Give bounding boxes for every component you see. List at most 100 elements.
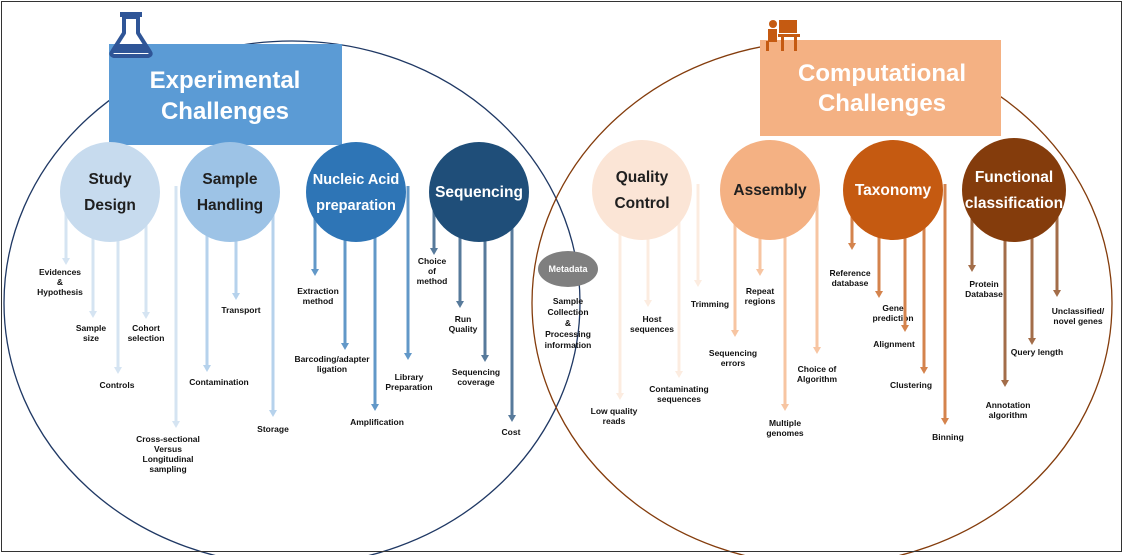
metadata-label: Metadata: [548, 264, 588, 274]
category-label-line: Design: [84, 197, 136, 214]
leaf-label: Controls: [100, 380, 135, 390]
leaf-arrow-head: [644, 300, 652, 307]
metadata-detail-line: Processing: [545, 329, 591, 339]
leaf-arrow-head: [456, 301, 464, 308]
leaf-arrow-head: [616, 393, 624, 400]
leaf-arrow-head: [89, 311, 97, 318]
leaf-arrow-head: [813, 347, 821, 354]
leaf-arrow-head: [941, 418, 949, 425]
leaf-label-line: Low quality: [591, 406, 638, 416]
category-circle: [843, 140, 943, 240]
category-circle: [60, 142, 160, 242]
chair-leg: [766, 41, 769, 51]
leaf-label-line: Longitudinal: [143, 454, 194, 464]
leaf-label-line: reads: [603, 416, 626, 426]
leaf-label-line: size: [83, 333, 99, 343]
leaf-arrow-head: [1028, 338, 1036, 345]
leaf-label-line: method: [417, 276, 448, 286]
leaf-arrow-head: [756, 269, 764, 276]
leaf-label-line: Controls: [100, 380, 135, 390]
desk-leg-left: [781, 37, 784, 51]
leaf-label-line: Binning: [932, 432, 964, 442]
leaf-label-line: Extraction: [297, 286, 339, 296]
leaf-label-line: Storage: [257, 424, 289, 434]
leaf-arrow-head: [404, 353, 412, 360]
category-label-line: classification: [965, 195, 1063, 212]
leaf-label-line: regions: [745, 296, 776, 306]
category-label-line: Control: [614, 195, 669, 212]
flask-liquid: [113, 44, 149, 53]
category-circle: [592, 140, 692, 240]
metadata-ellipse: [538, 251, 598, 287]
leaf-label-line: Hypothesis: [37, 287, 83, 297]
category-circle: [180, 142, 280, 242]
leaf-label-line: Reference: [829, 268, 870, 278]
category-label-line: Quality: [616, 169, 669, 186]
leaf-label-line: Amplification: [350, 417, 404, 427]
person-at-computer-icon: [766, 20, 800, 51]
experimental-outline-circle: [3, 40, 581, 560]
leaf-arrow-head: [731, 330, 739, 337]
monitor: [779, 20, 797, 33]
leaf-label-line: Sequencing: [452, 367, 500, 377]
leaf-label: Binning: [932, 432, 964, 442]
leaf-label: Cost: [502, 427, 521, 437]
leaf-label-line: Repeat: [746, 286, 775, 296]
category-circle: [306, 142, 406, 242]
leaf-arrow-head: [781, 404, 789, 411]
leaf-arrow-head: [694, 280, 702, 287]
category-label-line: Taxonomy: [855, 182, 932, 199]
leaf-arrow-head: [203, 365, 211, 372]
category-label: Taxonomy: [855, 182, 932, 199]
leaf-arrow-head: [481, 355, 489, 362]
leaf-label-line: Preparation: [385, 382, 432, 392]
computational-title-line: Computational: [798, 60, 966, 87]
leaf-label-line: Choice of: [798, 364, 837, 374]
leaf-label-line: Cost: [502, 427, 521, 437]
leaf-label-line: Database: [965, 289, 1003, 299]
leaf-label-line: genomes: [766, 428, 804, 438]
leaf-label-line: sequences: [630, 324, 674, 334]
category-label-line: Sample: [202, 171, 258, 188]
leaf-label-line: Evidences: [39, 267, 81, 277]
category-label-line: Handling: [197, 197, 263, 214]
desk-top: [778, 34, 800, 37]
leaf-label-line: Multiple: [769, 418, 801, 428]
person-head: [769, 20, 777, 28]
flask-rim: [120, 12, 142, 17]
leaf-arrow-head: [62, 258, 70, 265]
leaf-label: Alignment: [873, 339, 915, 349]
leaf-label-line: Transport: [221, 305, 260, 315]
experimental-title-line: Challenges: [161, 98, 289, 125]
leaf-arrow-head: [232, 293, 240, 300]
leaf-label-line: Cross-sectional: [136, 434, 200, 444]
experimental-title-line: Experimental: [150, 67, 301, 94]
leaf-label-line: Sequencing: [709, 348, 757, 358]
leaf-arrow-head: [269, 410, 277, 417]
leaf-arrow-head: [430, 248, 438, 255]
leaf-label: Unclassified/novel genes: [1052, 306, 1105, 326]
leaf-arrow-head: [172, 421, 180, 428]
flask-icon: [109, 12, 153, 58]
leaf-arrow-head: [311, 269, 319, 276]
metadata-detail-line: &: [565, 318, 571, 328]
